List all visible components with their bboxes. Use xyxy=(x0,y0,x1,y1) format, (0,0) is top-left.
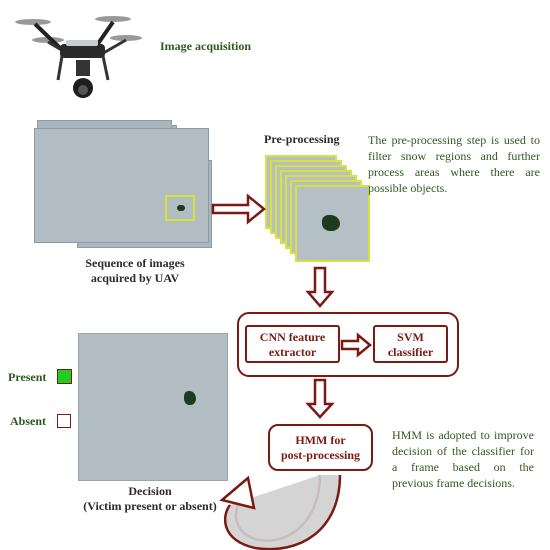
cnn-feature-extractor-box: CNN feature extractor xyxy=(245,325,340,363)
absent-label: Absent xyxy=(10,414,47,428)
hmm-post-processing-box: HMM for post-processing xyxy=(268,424,373,471)
classifier-group xyxy=(237,312,459,377)
pre-processing-description: The pre-processing step is used to filte… xyxy=(368,133,540,195)
decision-frame-image xyxy=(78,333,228,481)
empty-square-icon xyxy=(57,414,71,428)
hmm-description: HMM is adopted to improve decision of th… xyxy=(392,428,534,490)
svm-classifier-box: SVM classifier xyxy=(373,325,448,363)
pre-processing-title: Pre-processing xyxy=(264,132,340,146)
decision-label: Decision (Victim present or absent) xyxy=(83,484,217,513)
present-label: Present xyxy=(8,370,47,384)
image-acquisition-label: Image acquisition xyxy=(160,39,252,53)
green-square-icon xyxy=(57,369,72,384)
sequence-label: Sequence of images acquired by UAV xyxy=(85,256,185,285)
